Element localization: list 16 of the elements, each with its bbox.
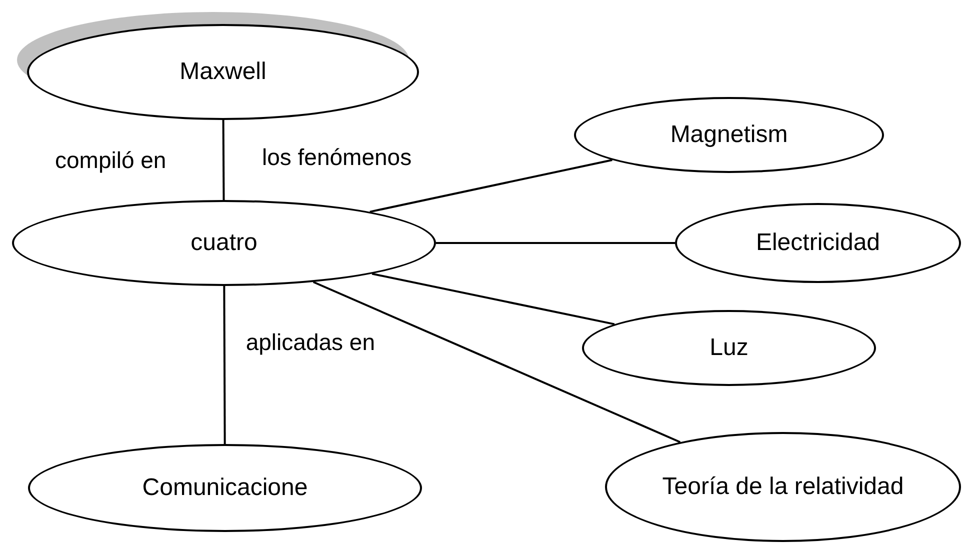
connector-line [223, 286, 226, 444]
concept-ellipse: Magnetism [574, 97, 884, 173]
connector-line [372, 272, 615, 326]
concept-ellipse: Luz [582, 310, 876, 386]
edge-label: compiló en [55, 146, 168, 175]
connector-line [436, 242, 675, 244]
edge-label: aplicadas en [244, 328, 375, 357]
connector-line [370, 159, 612, 213]
relation-label: los fenómenos [262, 143, 413, 172]
concept-ellipse: cuatro [12, 200, 436, 286]
concept-ellipse: Maxwell [27, 24, 419, 120]
connector-line [222, 120, 225, 200]
concept-ellipse: Teoría de la relatividad [605, 432, 961, 542]
concept-ellipse: Comunicacione [28, 444, 422, 532]
concept-ellipse: Electricidad [675, 203, 961, 283]
connector-line [312, 281, 681, 444]
